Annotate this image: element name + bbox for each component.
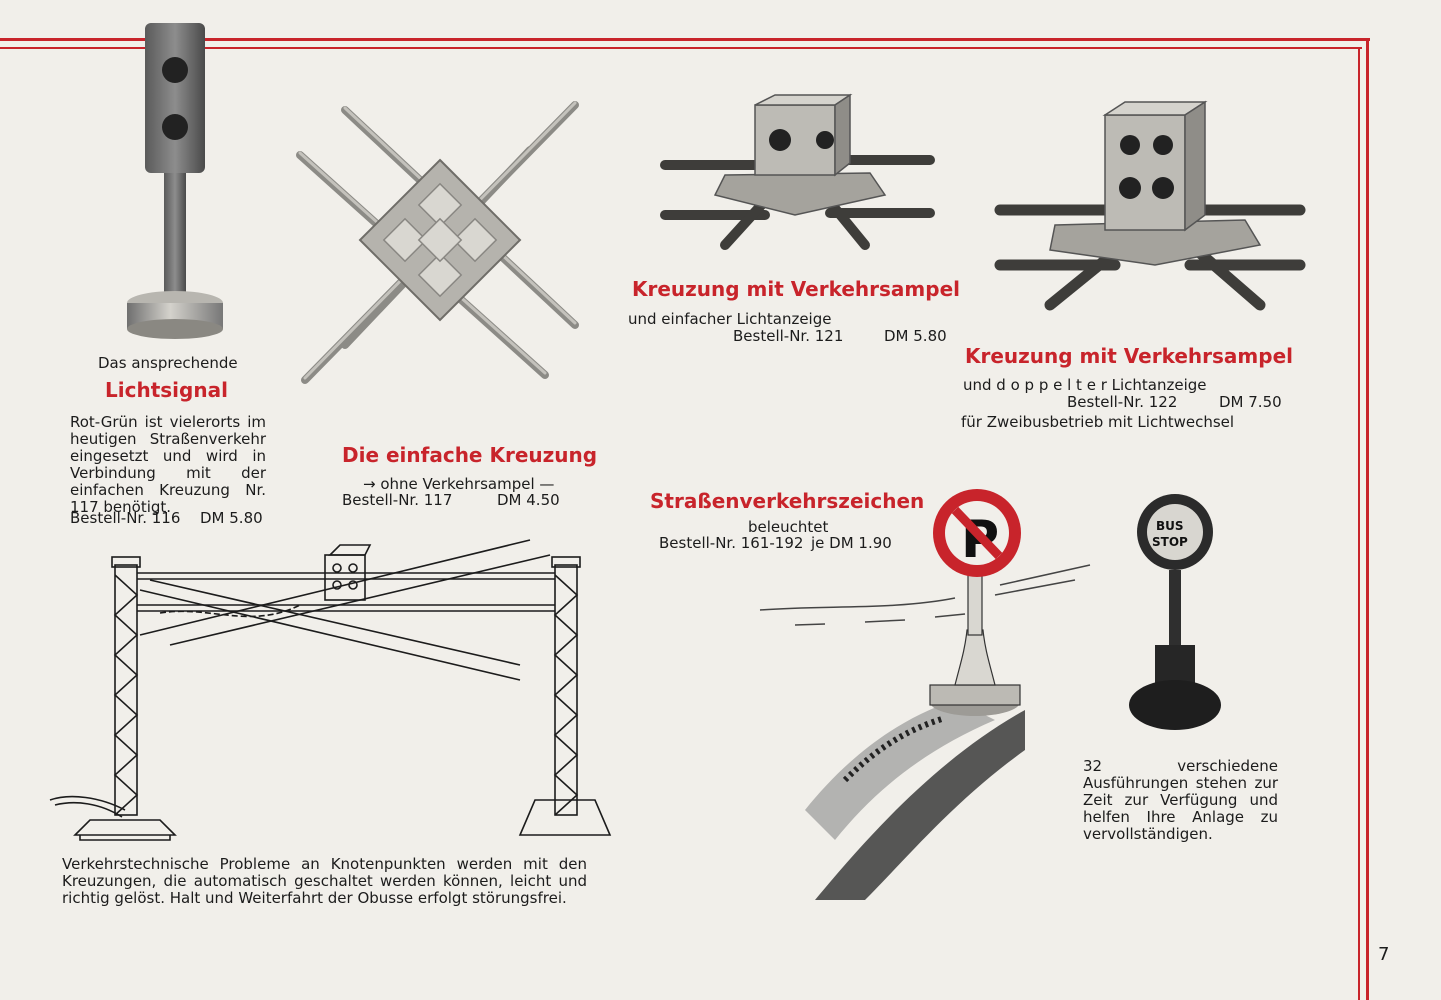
kreuzung-einfach-title: Kreuzung mit Verkehrsampel xyxy=(632,277,960,301)
lichtsignal-price: DM 5.80 xyxy=(200,509,263,527)
verkehrszeichen-title: Straßenverkehrszeichen xyxy=(650,489,925,513)
kreuzung-doppelt-price: DM 7.50 xyxy=(1219,393,1282,411)
kreuzung-einfach-order-no: Bestell-Nr. 121 xyxy=(733,327,844,345)
bottom-description: Verkehrstechnische Probleme an Knotenpun… xyxy=(62,855,587,907)
kreuzung-doppelt-line2: für Zweibusbetrieb mit Lichtwechsel xyxy=(961,413,1235,431)
kreuzung-doppelt-line1: und d o p p e l t e r Lichtanzeige xyxy=(963,376,1207,394)
kreuzung-einfach-image xyxy=(660,93,935,250)
einfache-kreuzung-order-no: Bestell-Nr. 117 xyxy=(342,491,453,509)
lichtsignal-description: Rot-Grün ist vielerorts im heutigen Stra… xyxy=(70,413,266,516)
frame-line-top-inner xyxy=(0,47,1362,49)
parkverbot-sign-drawing: P xyxy=(759,489,1091,900)
verkehrszeichen-order-no: Bestell-Nr. 161-192 xyxy=(659,534,804,552)
oberleitung-kreuzung-drawing xyxy=(49,539,612,841)
verkehrszeichen-subtitle: beleuchtet xyxy=(748,518,829,536)
lichtsignal-image xyxy=(127,23,223,339)
einfache-kreuzung-subtitle: → ohne Verkehrsampel — xyxy=(363,475,555,493)
bus-stop-sign-image: BUS STOP xyxy=(1129,494,1221,730)
einfache-kreuzung-image xyxy=(296,101,579,384)
kreuzung-doppelt-title: Kreuzung mit Verkehrsampel xyxy=(965,344,1293,368)
verkehrszeichen-note: 32 verschiedene Ausführungen stehen zur … xyxy=(1083,757,1278,843)
einfache-kreuzung-price: DM 4.50 xyxy=(497,491,560,509)
kreuzung-einfach-line1: und einfacher Lichtanzeige xyxy=(628,310,832,328)
kreuzung-doppelt-order-no: Bestell-Nr. 122 xyxy=(1067,393,1178,411)
kreuzung-doppelt-image xyxy=(994,100,1306,311)
lichtsignal-intro: Das ansprechende xyxy=(98,354,238,372)
bus-sign-text-1: BUS xyxy=(1156,519,1184,533)
lichtsignal-title: Lichtsignal xyxy=(105,378,228,402)
kreuzung-einfach-price: DM 5.80 xyxy=(884,327,947,345)
page-number: 7 xyxy=(1378,944,1390,965)
frame-line-right-inner xyxy=(1358,47,1360,1000)
verkehrszeichen-price: je DM 1.90 xyxy=(811,534,892,552)
einfache-kreuzung-title: Die einfache Kreuzung xyxy=(342,443,598,467)
frame-line-top xyxy=(0,38,1370,41)
bus-sign-text-2: STOP xyxy=(1152,535,1188,549)
frame-line-right xyxy=(1366,38,1369,1000)
lichtsignal-order-no: Bestell-Nr. 116 xyxy=(70,509,181,527)
